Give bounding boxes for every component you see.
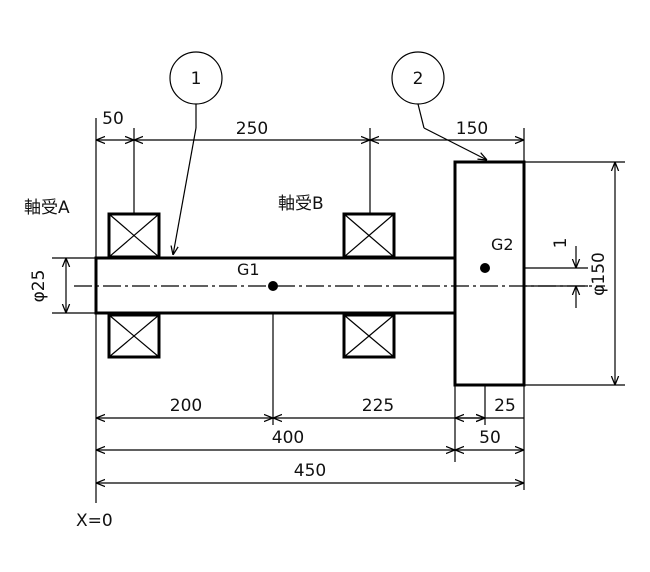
dim-phi25: φ25 xyxy=(29,270,49,303)
g2-point xyxy=(480,263,490,273)
origin-label: X=0 xyxy=(76,511,113,531)
bearing-a xyxy=(107,212,161,359)
balloon-2: 2 xyxy=(391,51,487,160)
dim-250: 250 xyxy=(236,119,268,139)
bearing-b-label: 軸受B xyxy=(278,194,324,214)
dim-1: 1 xyxy=(551,238,571,249)
bottom-dimensions xyxy=(96,418,524,483)
balloon-1: 1 xyxy=(169,51,223,255)
dim-150-top: 150 xyxy=(456,119,488,139)
dim-200: 200 xyxy=(170,396,202,416)
dim-400: 400 xyxy=(272,428,304,448)
dim-50-top: 50 xyxy=(102,109,124,129)
g2-label: G2 xyxy=(491,235,514,254)
dim-phi150: φ150 xyxy=(589,252,609,296)
balloon-1-label: 1 xyxy=(191,69,202,89)
g1-label: G1 xyxy=(237,260,260,279)
dim-225: 225 xyxy=(362,396,394,416)
dim-450: 450 xyxy=(294,461,326,481)
balloon-2-label: 2 xyxy=(413,69,424,89)
disk xyxy=(453,160,526,387)
g1-point xyxy=(268,281,278,291)
bearing-a-label: 軸受A xyxy=(24,198,70,218)
dim-50-bottom: 50 xyxy=(479,428,501,448)
dim-25: 25 xyxy=(494,396,516,416)
bearing-b xyxy=(342,212,396,359)
